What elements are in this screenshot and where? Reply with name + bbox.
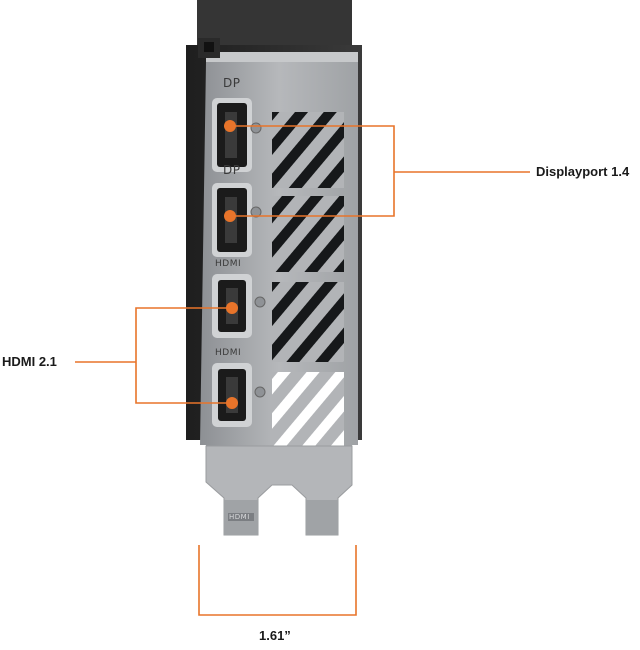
screw-hdmi1 [254,296,266,308]
callout-dot-dp1 [224,120,236,132]
screw-dp1 [250,122,262,134]
displayport-callout-label: Displayport 1.4 [536,164,630,179]
callout-hdmi [75,307,232,404]
callout-dot-hdmi1 [226,302,238,314]
vent-grille-1 [272,112,344,188]
width-dimension-line [198,545,357,616]
screw-hdmi2 [254,386,266,398]
port-label-dp-top: DP [223,76,241,90]
port-label-dp-bottom: DP [223,163,241,177]
screw-hole [204,42,214,52]
bracket-text: HDMI [229,513,250,521]
bracket-foot-right [306,500,338,535]
bracket-top-flange [206,52,358,62]
callout-dot-hdmi2 [226,397,238,409]
port-label-hdmi-top: HDMI [215,259,242,269]
screw-dp2 [250,206,262,218]
hdmi-port-2 [212,363,252,427]
callout-dot-dp2 [224,210,236,222]
callout-displayport [230,125,530,217]
displayport-1 [212,98,252,172]
vent-grille-3 [272,282,344,362]
port-label-hdmi-bottom: HDMI [215,348,242,358]
hdmi-callout-label: HDMI 2.1 [2,354,57,369]
width-dimension-label: 1.61” [259,628,291,643]
vent-grille-4 [272,372,344,452]
bracket-stamp [228,513,254,521]
vent-grille-2 [272,196,344,272]
